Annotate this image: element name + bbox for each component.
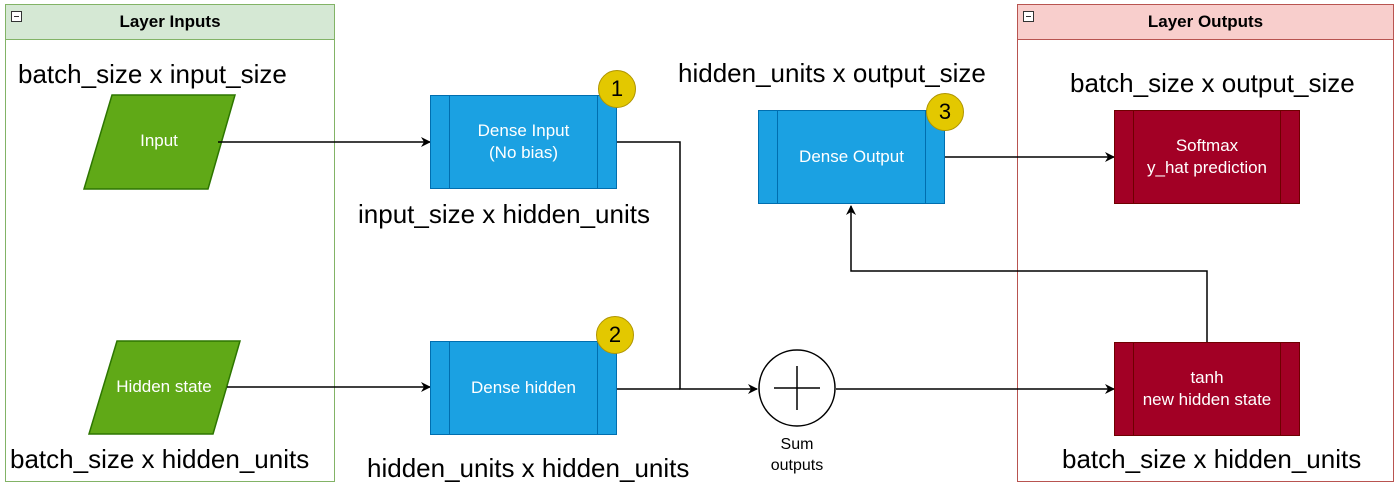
dense-hidden-dim-label: hidden_units x hidden_units [367,453,690,483]
input-dim-label: batch_size x input_size [18,59,287,89]
dense-input-label: Dense Input (No bias) [477,121,570,162]
tanh-node[interactable]: tanh new hidden state [1114,342,1300,436]
dense-input-dim-label: input_size x hidden_units [358,199,650,229]
step-2-badge: 2 [596,316,634,354]
dense-output-label: Dense Output [799,147,904,166]
softmax-node[interactable]: Softmax y_hat prediction [1114,110,1300,204]
hidden-state-node[interactable] [87,340,241,435]
layer-outputs-container: Layer Outputs [1017,4,1394,482]
layer-outputs-title: Layer Outputs [1147,12,1264,31]
tanh-to-dense-output-arrow [846,205,1208,342]
hidden-dim-label: batch_size x hidden_units [10,444,310,474]
collapse-icon[interactable] [11,11,22,22]
step-3-badge: 3 [926,93,964,131]
step-1-badge: 1 [598,70,636,108]
layer-outputs-header: Layer Outputs [1018,5,1393,40]
collapse-icon[interactable] [1023,11,1034,22]
new-hidden-dim-label: batch_size x hidden_units [1062,444,1362,474]
input-node[interactable] [82,94,236,190]
layer-inputs-title: Layer Inputs [119,12,221,31]
hidden-state-label: Hidden state [116,377,212,396]
softmax-label: Softmax y_hat prediction [1146,136,1268,177]
dense-hidden-label: Dense hidden [471,378,576,397]
dense-output-dim-label: hidden_units x output_size [678,58,986,88]
dense-hidden-node[interactable]: Dense hidden [430,341,617,435]
input-label: Input [140,131,178,150]
dense-output-node[interactable]: Dense Output [758,110,945,204]
layer-inputs-container: Layer Inputs [5,4,335,482]
tanh-label: tanh new hidden state [1142,368,1272,409]
sum-outputs-label: Sum outputs [770,436,824,474]
dense-input-node[interactable]: Dense Input (No bias) [430,95,617,189]
output-dim-label: batch_size x output_size [1070,68,1355,98]
layer-inputs-header: Layer Inputs [6,5,334,40]
dense-input-to-sum-arrow [617,141,758,394]
